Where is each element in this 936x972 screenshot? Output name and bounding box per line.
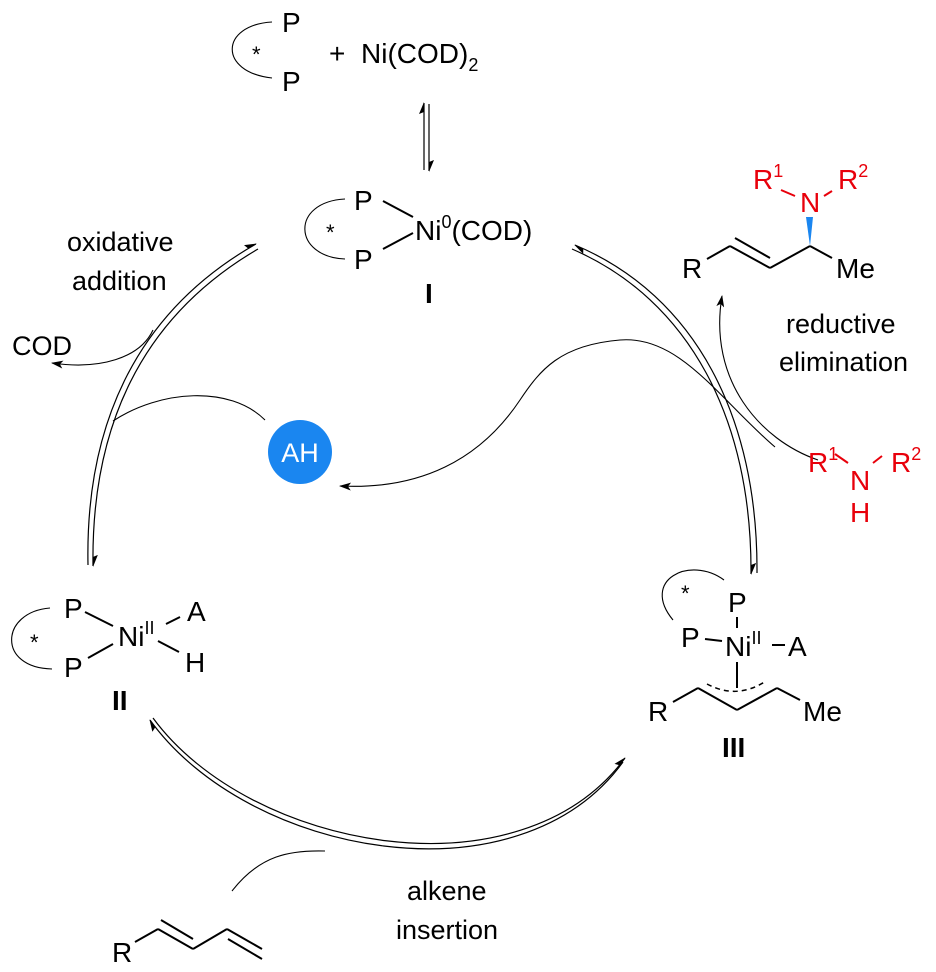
- product-release-arrow: [716, 295, 819, 461]
- product-allylic-amine: R Me N R1 R2: [682, 161, 875, 284]
- phosphorus-atom: P: [282, 66, 301, 97]
- amine-nitrogen: N: [850, 465, 870, 496]
- phosphorus-atom: P: [282, 7, 301, 38]
- chiral-mark: *: [326, 220, 335, 245]
- complex-II: * P P NiII A H II: [11, 593, 206, 716]
- chiral-mark: *: [681, 581, 690, 606]
- phosphorus-atom: P: [64, 593, 83, 624]
- acid-ah-badge: AH: [268, 420, 332, 484]
- cod-release-arrow: [51, 329, 154, 369]
- diene-r-group: R: [112, 937, 132, 968]
- phosphorus-atom: P: [728, 587, 747, 618]
- acid-label: AH: [281, 438, 319, 468]
- nickel-center: NiII: [118, 618, 154, 652]
- chiral-mark: *: [30, 630, 39, 655]
- step-label-elimination: elimination: [779, 347, 908, 377]
- acid-uptake-arc: [112, 395, 266, 422]
- step-label-addition: addition: [72, 266, 167, 296]
- equilibrium-arrow-oxidative-addition: [87, 243, 259, 567]
- complex-label-I: I: [425, 278, 433, 309]
- nickel-center: NiII: [725, 628, 761, 662]
- step-label-insertion: insertion: [396, 915, 498, 945]
- reactants-top: * P P + Ni(COD)2: [231, 7, 478, 97]
- chiral-mark: *: [252, 42, 261, 67]
- step-label-oxidative: oxidative: [67, 227, 174, 257]
- ligand-backbone-arc: [304, 198, 346, 260]
- diene-uptake-arc: [231, 850, 326, 892]
- product-r2: R2: [838, 161, 868, 195]
- complex-label-III: III: [722, 732, 745, 763]
- stereo-wedge-bond: [806, 217, 813, 246]
- product-methyl: Me: [836, 253, 875, 284]
- product-nitrogen: N: [800, 187, 820, 218]
- equilibrium-arrow-ligand-exchange: [419, 102, 434, 172]
- phosphorus-atom: P: [354, 185, 373, 216]
- complex-I: * P P Ni0(COD) I: [304, 185, 532, 309]
- amine-r2: R2: [891, 444, 921, 478]
- hydride-h: H: [185, 647, 205, 678]
- step-label-alkene: alkene: [407, 876, 487, 906]
- equilibrium-arrow-reductive-elimination: [571, 244, 758, 575]
- allyl-methyl: Me: [803, 696, 842, 727]
- complex-label-II: II: [112, 685, 128, 716]
- step-label-reductive: reductive: [786, 309, 896, 339]
- phosphorus-atom: P: [354, 244, 373, 275]
- ligand-backbone-arc: [11, 607, 53, 670]
- product-r-group: R: [682, 253, 702, 284]
- amine-reagent: R1 N R2 H: [808, 444, 921, 528]
- ligand-backbone-arc: [661, 569, 725, 621]
- phosphorus-atom: P: [681, 622, 700, 653]
- ligand-backbone-arc: [231, 21, 273, 79]
- product-r1: R1: [753, 161, 783, 195]
- anion-a: A: [187, 596, 206, 627]
- amine-r1: R1: [808, 444, 838, 478]
- phosphorus-atom: P: [64, 652, 83, 683]
- anion-a: A: [788, 631, 807, 662]
- acid-circle: [268, 420, 332, 484]
- complex-III: * P P NiII A R Me III: [648, 569, 842, 763]
- acid-regeneration-arrow: [339, 339, 776, 491]
- nickel-cod-complex: Ni0(COD): [415, 212, 532, 246]
- byproduct-cod: COD: [12, 331, 72, 361]
- plus-sign: +: [329, 38, 345, 69]
- allyl-r-group: R: [648, 696, 668, 727]
- allyl-dashed-bond: [706, 680, 767, 693]
- equilibrium-arrow-alkene-insertion: [149, 717, 626, 850]
- nickel-cod2: Ni(COD)2: [361, 38, 478, 75]
- diene-reagent: R: [112, 919, 263, 968]
- amine-hydrogen: H: [850, 497, 870, 528]
